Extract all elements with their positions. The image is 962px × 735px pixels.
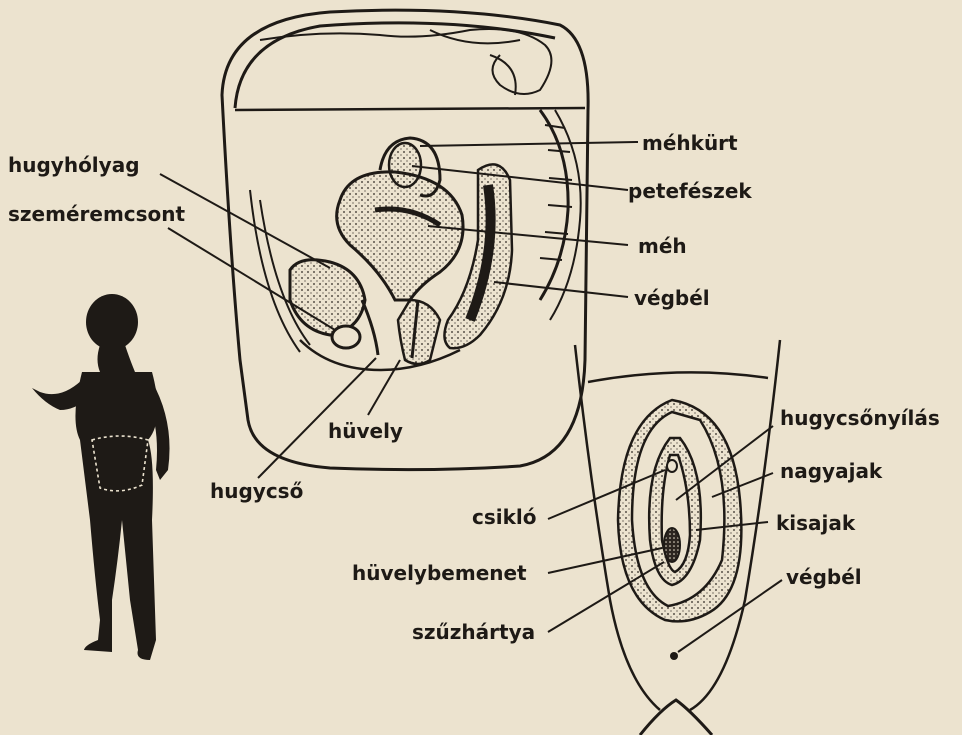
leader-hugyholyag xyxy=(160,174,330,268)
leader-hugycso xyxy=(258,358,376,478)
external-view-diagram xyxy=(575,340,780,735)
bladder xyxy=(290,260,365,335)
label-szemeremcsont: szeméremcsont xyxy=(8,204,185,224)
anus xyxy=(670,652,678,660)
label-mehkurt: méhkürt xyxy=(642,133,738,153)
label-nagyajak: nagyajak xyxy=(780,461,882,481)
label-vegbel-top: végbél xyxy=(634,288,710,308)
buttock-cleft xyxy=(640,700,712,735)
pubic-bone xyxy=(332,326,360,348)
label-huvelybemenet: hüvelybemenet xyxy=(352,563,527,583)
label-hugycso: hugycső xyxy=(210,481,303,501)
clitoris xyxy=(667,460,677,472)
label-vegbel-bottom: végbél xyxy=(786,567,862,587)
woman-silhouette-icon xyxy=(32,294,170,660)
label-meh: méh xyxy=(638,236,687,256)
abdomen-line xyxy=(588,372,768,382)
label-csiklo: csikló xyxy=(472,507,537,527)
leader-vegbel-top xyxy=(494,282,628,297)
intestine-loops xyxy=(260,29,551,94)
label-hugycsonyilas: hugycsőnyílás xyxy=(780,408,940,428)
label-petefeszek: petefészek xyxy=(628,181,752,201)
vagina xyxy=(398,300,440,364)
leader-huvely xyxy=(368,360,400,415)
label-kisajak: kisajak xyxy=(776,513,855,533)
label-szuzhartya: szűzhártya xyxy=(412,622,535,642)
leader-petefeszek xyxy=(412,166,628,190)
cross-section-diagram xyxy=(222,10,588,469)
pelvic-inner-outline xyxy=(235,108,585,110)
urethra xyxy=(362,300,378,355)
ovary xyxy=(389,143,421,187)
vaginal-opening xyxy=(664,528,680,562)
label-huvely: hüvely xyxy=(328,421,403,441)
leader-mehkurt xyxy=(420,142,638,146)
label-hugyholyag: hugyhólyag xyxy=(8,155,140,175)
